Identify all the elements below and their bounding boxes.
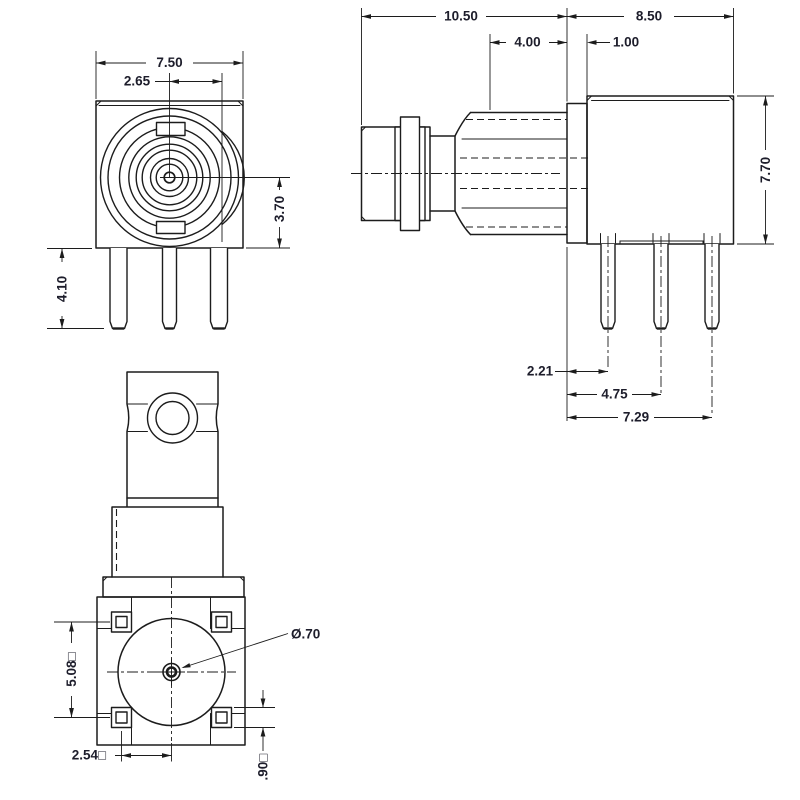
bottom-bayonet-stud bbox=[146, 392, 199, 444]
dim-side-body-height: 7.70 bbox=[758, 157, 773, 183]
dim-bottom-pad-size: .90□ bbox=[256, 754, 271, 781]
bottom-centerlines bbox=[107, 577, 236, 741]
side-leg-centerlines bbox=[607, 236, 713, 416]
dim-front-width: 7.50 bbox=[156, 55, 182, 70]
side-legs bbox=[600, 244, 720, 330]
side-dimensions: 10.50 8.50 4.00 1.00 7.70 2.21 bbox=[361, 8, 774, 425]
dim-bottom-pin-diameter: Ø.70 bbox=[291, 627, 320, 642]
dim-side-pin2: 4.75 bbox=[601, 387, 628, 402]
front-view: 7.50 2.65 3.70 4.10 bbox=[47, 51, 290, 330]
bottom-mid-block bbox=[102, 497, 245, 598]
front-centerlines bbox=[160, 73, 290, 249]
side-view: 10.50 8.50 4.00 1.00 7.70 2.21 bbox=[351, 8, 774, 425]
front-bayonet-lugs bbox=[155, 121, 186, 235]
dim-side-body-length: 8.50 bbox=[636, 9, 662, 24]
dim-bottom-row-spacing: 5.08□ bbox=[64, 652, 79, 686]
dim-bottom-pad-pitch: 2.54□ bbox=[72, 748, 106, 763]
side-hex-section bbox=[429, 111, 592, 236]
front-body bbox=[95, 100, 244, 249]
front-legs bbox=[109, 248, 229, 330]
side-body bbox=[586, 95, 735, 245]
dim-side-hex-length: 4.00 bbox=[514, 35, 540, 50]
dim-front-center-to-bottom: 3.70 bbox=[272, 196, 287, 222]
dim-side-pin1: 2.21 bbox=[527, 364, 554, 379]
bottom-base-plate bbox=[96, 596, 246, 746]
dim-side-pin3: 7.29 bbox=[623, 410, 649, 425]
dim-front-center-offset: 2.65 bbox=[124, 74, 151, 89]
side-front-plate bbox=[566, 102, 588, 244]
dim-side-overall-length: 10.50 bbox=[444, 9, 478, 24]
dim-front-leg-length: 4.10 bbox=[55, 276, 70, 302]
bottom-dimensions: Ø.70 5.08□ 2.54□ .90□ bbox=[54, 621, 320, 781]
bottom-view: Ø.70 5.08□ 2.54□ .90□ bbox=[54, 371, 320, 781]
bottom-barrel bbox=[126, 371, 219, 499]
front-dimensions: 7.50 2.65 3.70 4.10 bbox=[47, 51, 287, 329]
bottom-corner-pads bbox=[110, 611, 233, 729]
dim-side-front-offset: 1.00 bbox=[613, 35, 639, 50]
